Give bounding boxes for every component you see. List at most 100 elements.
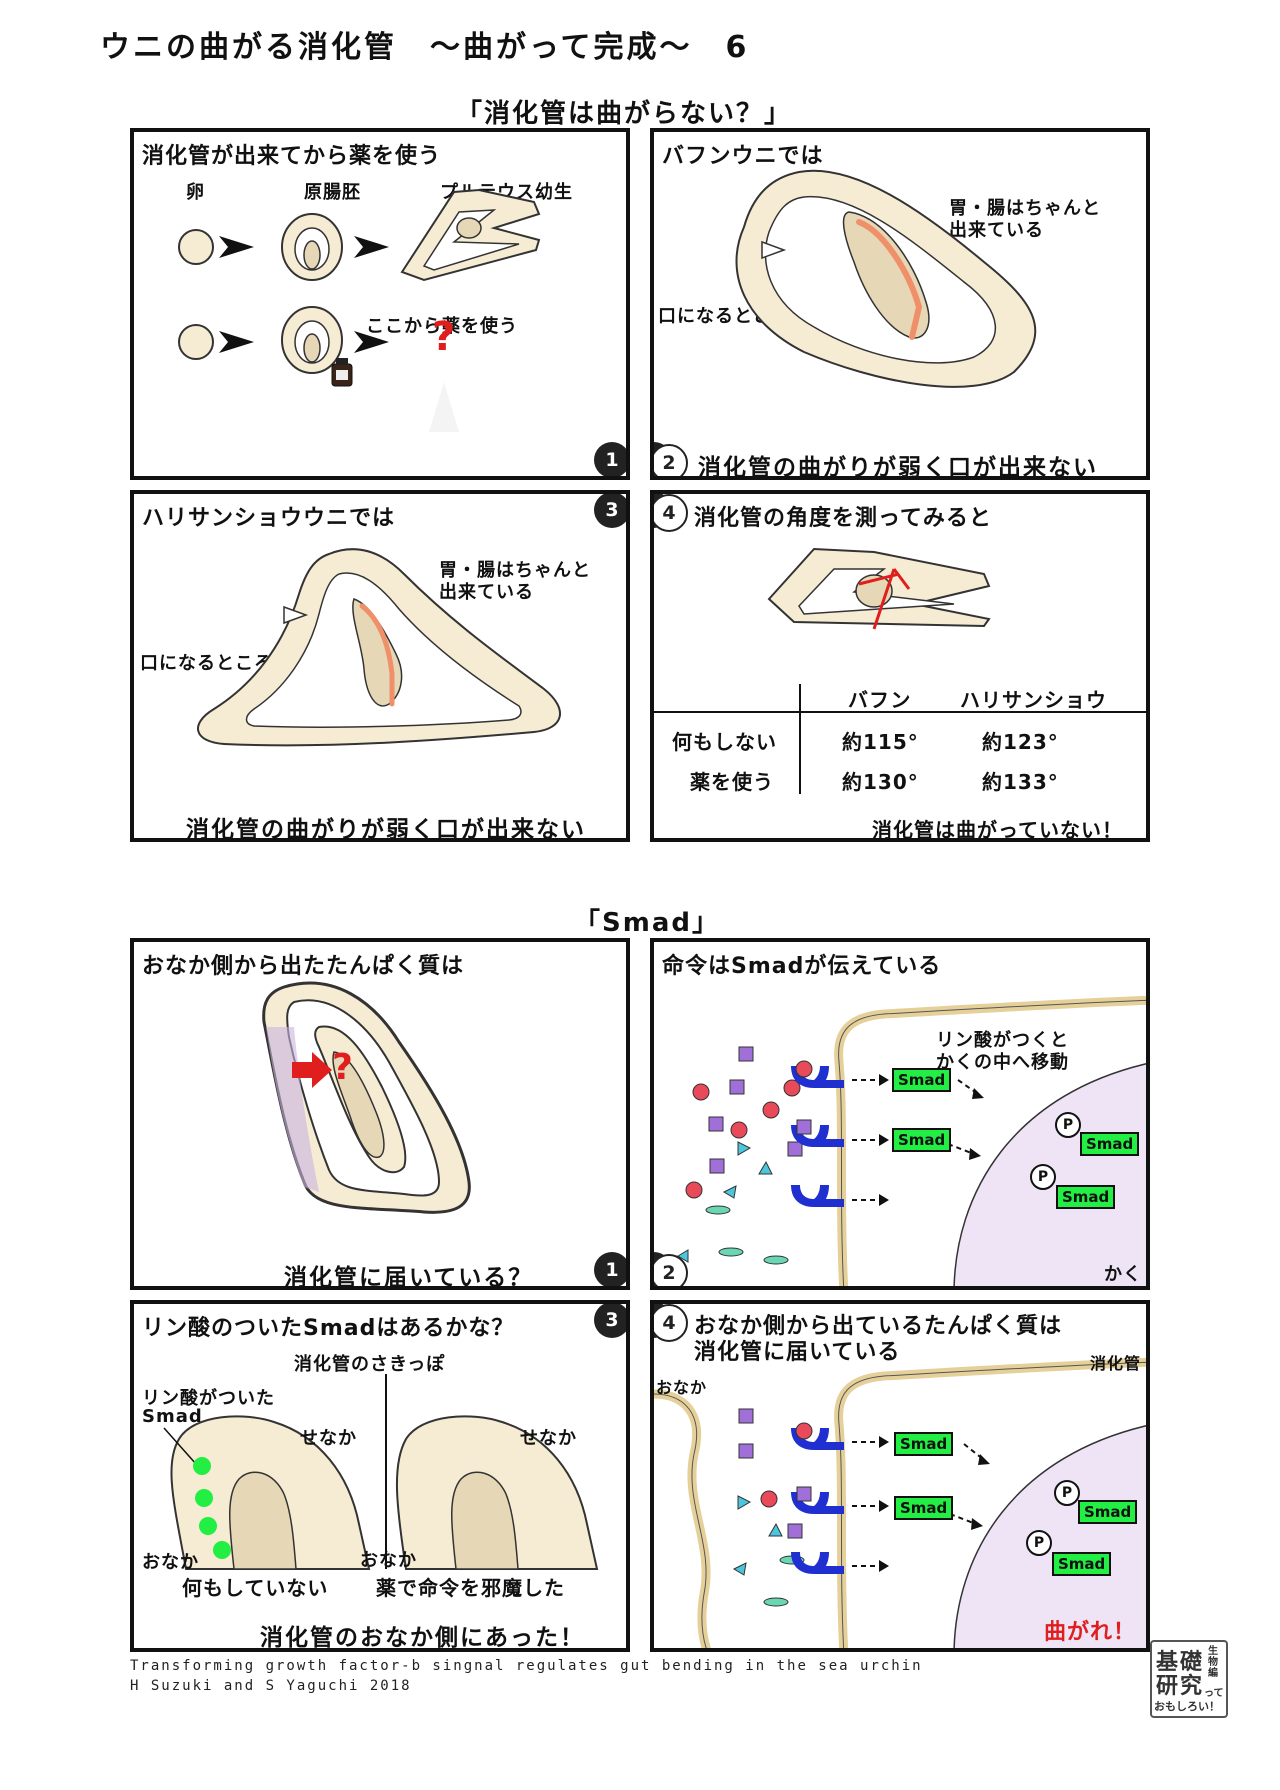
ligand-ellipse (718, 1247, 744, 1257)
phosphate-icon: P (1026, 1530, 1052, 1556)
phospho-smad-protein: Smad (1078, 1500, 1138, 1524)
drug-note: ここから薬を使う (366, 316, 518, 337)
gut-note-line2: 出来ている (439, 582, 534, 603)
receptor (791, 1492, 844, 1514)
gut-label: 消化管 (1090, 1354, 1142, 1373)
credit-authors: H Suzuki and S Yaguchi 2018 (130, 1678, 412, 1694)
gut-note-line1: 胃・腸はちゃんと (439, 560, 591, 581)
dorsal-label: せなか (300, 1428, 357, 1449)
belly-membrane (654, 1389, 711, 1648)
signal-arrows (852, 1079, 979, 1201)
ligand-circle (692, 1083, 710, 1101)
note-line2: かくの中へ移動 (936, 1052, 1069, 1073)
ligand-ellipse (763, 1255, 789, 1265)
panel-number-badge: 4 (654, 494, 688, 532)
egg-label: 卵 (186, 182, 205, 203)
ligand-ellipse (763, 1597, 789, 1607)
ligand-ellipse (705, 1205, 731, 1215)
ligand-circle (685, 1181, 703, 1199)
panel-number-badge: 1 (594, 442, 626, 476)
table-col-header-bafun: バフン (848, 688, 912, 712)
logo-small: って (1204, 1688, 1224, 1699)
bound-ligand (795, 1422, 813, 1440)
ligand-square (787, 1523, 803, 1539)
credit-citation: Transforming growth factor-b singnal reg… (130, 1658, 923, 1674)
logo-char: 研 (1156, 1674, 1179, 1699)
logo-char: 究 (1180, 1674, 1203, 1699)
panel-subtitle: 消化管のさきっぽ (294, 1354, 446, 1375)
harisansho-larva-diagram (197, 548, 561, 747)
mouth-label: 口になるところ (140, 653, 273, 674)
arrow-icon (354, 236, 389, 258)
ligand-triangle (732, 1562, 747, 1576)
arrow-icon (292, 1052, 332, 1088)
phosphate-icon: P (1054, 1480, 1080, 1506)
question-mark: ? (332, 1047, 353, 1088)
gastrula-label: 原腸胚 (304, 182, 361, 203)
ventral-shading (266, 1027, 319, 1192)
table-cell: 約115° (842, 730, 919, 754)
angle-diagram (654, 547, 1146, 794)
ligand-square (709, 1158, 725, 1174)
note-line1: リン酸がつくと (936, 1030, 1069, 1051)
panel-caption: 消化管に届いている？ (284, 1265, 534, 1290)
ligand-square (708, 1116, 724, 1132)
bound-ligand (796, 1119, 812, 1135)
psmad-dot (213, 1541, 231, 1559)
larva-side-diagram (262, 981, 471, 1214)
panel-caption: 消化管のおなか側にあった！ (260, 1625, 585, 1651)
logo-char: 礎 (1180, 1650, 1203, 1675)
ligand-triangle (722, 1185, 737, 1199)
panel-caption: 消化管の曲がりが弱く口が出来ない (698, 455, 1098, 480)
panel-smad-signal: 命令はSmadが伝えている (650, 938, 1150, 1290)
arrow-icon (354, 331, 389, 353)
ventral-label: おなか (142, 1552, 199, 1573)
panel-title: ハリサンショウウニでは (142, 506, 396, 531)
panel-conclusion: おなか側から出ているたんぱく質は 消化管に届いている (650, 1300, 1150, 1652)
table-row-label: 薬を使う (690, 770, 774, 794)
development-diagram (178, 188, 541, 432)
panel-title: 消化管の角度を測ってみると (694, 506, 992, 531)
ventral-label: おなか (360, 1550, 417, 1571)
gut-note-line2: 出来ている (949, 220, 1044, 241)
ligand-circle (783, 1079, 801, 1097)
ligand-triangle (737, 1141, 752, 1156)
pointer-line (163, 1427, 197, 1465)
panel-angle-measure: 消化管の角度を測ってみると バフン ハリサンショウ 何もしない 約115° 約1… (650, 490, 1150, 842)
conclusion-diagram (654, 1357, 1146, 1648)
phosphate-icon: P (1030, 1164, 1056, 1190)
panel-title: 命令はSmadが伝えている (662, 954, 942, 979)
section-heading-smad: 「Smad」 (574, 908, 720, 938)
ligand-square (738, 1408, 754, 1424)
panel-title: 消化管が出来てから薬を使う (142, 144, 442, 169)
panel-number-badge: 2 (654, 1254, 688, 1286)
ligand-triangle (758, 1160, 773, 1175)
ligand-circle (762, 1101, 780, 1119)
ligand-square (729, 1079, 745, 1095)
receptor (791, 1552, 844, 1574)
panel-protein-question: おなか側から出たたんぱく質は ? 消化管に届いている？ 1 (130, 938, 630, 1290)
nucleus-label: かく (1104, 1264, 1142, 1285)
bound-ligand (796, 1486, 812, 1502)
arrow-icon (219, 236, 254, 258)
question-mark: ? (432, 314, 456, 360)
bound-ligand (795, 1060, 813, 1078)
receptor (791, 1185, 844, 1207)
ligand-triangle (768, 1522, 783, 1537)
phospho-smad-protein: Smad (1052, 1552, 1112, 1576)
receptor (791, 1125, 844, 1147)
panel-drug-after-gut: 消化管が出来てから薬を使う 卵 原腸胚 プルテウス幼生 ここから薬を使う ? 1 (130, 128, 630, 480)
psmad-dot (193, 1457, 211, 1475)
bafun-larva-diagram (735, 169, 1037, 388)
control-caption: 何もしていない (182, 1576, 329, 1600)
phosphate-icon: P (1055, 1112, 1081, 1138)
panel-number-badge: 3 (594, 494, 626, 528)
psmad-dot (199, 1517, 217, 1535)
psmad-dot (195, 1489, 213, 1507)
receptor (791, 1066, 844, 1088)
panel-title-line2: 消化管に届いている (694, 1340, 901, 1365)
panel-title: バフンウニでは (662, 144, 824, 169)
panel-caption: 消化管の曲がりが弱く口が出来ない (186, 817, 586, 842)
ligand-square (738, 1046, 754, 1062)
bend-command: 曲がれ！ (1044, 1620, 1137, 1645)
